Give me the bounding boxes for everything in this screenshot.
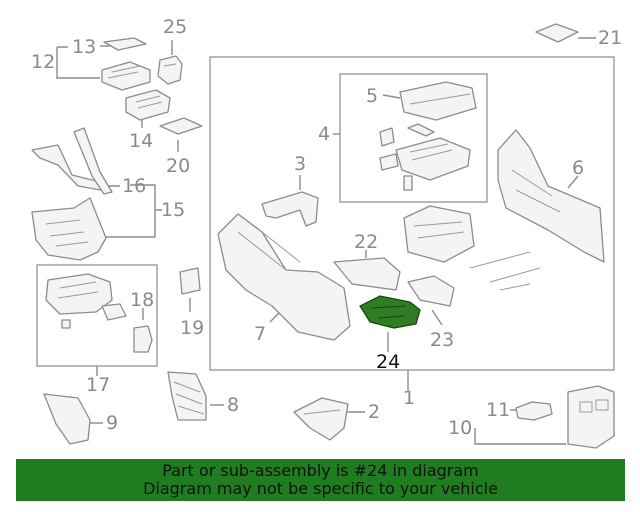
part-19-switch xyxy=(179,267,201,295)
callout-18: 18 xyxy=(130,289,154,311)
main-assembly-frame xyxy=(209,56,615,371)
banner-line-1: Part or sub-assembly is #24 in diagram xyxy=(162,461,479,480)
exploded-parts-diagram: 1 2 3 4 5 6 7 8 9 10 11 12 13 14 15 16 1… xyxy=(31,16,622,449)
part-23-bracket xyxy=(407,275,455,307)
callout-13: 13 xyxy=(72,36,96,58)
callout-1: 1 xyxy=(403,387,415,409)
callout-21: 21 xyxy=(598,27,622,49)
part-4-armrest-base xyxy=(379,127,471,191)
callout-22: 22 xyxy=(354,231,378,253)
info-banner: Part or sub-assembly is #24 in diagram D… xyxy=(16,459,625,501)
leader-23 xyxy=(431,309,443,326)
leader-5 xyxy=(382,94,401,99)
part-21-pad xyxy=(535,23,579,43)
callout-4: 4 xyxy=(318,123,330,145)
part-15-panel xyxy=(31,197,107,261)
part-24-highlighted xyxy=(359,295,421,329)
callout-23: 23 xyxy=(430,329,454,351)
part-16-trim-ring xyxy=(31,127,113,195)
callout-9: 9 xyxy=(106,412,118,434)
callout-15: 15 xyxy=(161,199,185,221)
callout-2: 2 xyxy=(368,401,380,423)
part-2-support xyxy=(293,397,349,441)
callout-5: 5 xyxy=(366,85,378,107)
part-7-console-body xyxy=(217,213,351,341)
part-8-cover xyxy=(167,371,207,421)
callout-6: 6 xyxy=(572,157,584,179)
callout-12: 12 xyxy=(31,51,55,73)
banner-line-2: Diagram may not be specific to your vehi… xyxy=(143,479,498,498)
callout-24: 24 xyxy=(376,351,400,373)
part-20-mat xyxy=(159,117,203,135)
part-22-brace xyxy=(333,257,401,291)
part-9-side-panel xyxy=(43,393,91,445)
part-17-shift-bezel xyxy=(45,273,127,329)
callout-8: 8 xyxy=(227,394,239,416)
callout-3: 3 xyxy=(294,153,306,175)
callout-16: 16 xyxy=(122,175,146,197)
callout-20: 20 xyxy=(166,155,190,177)
part-10-rear-panel xyxy=(567,385,615,449)
part-6-side-trim xyxy=(497,129,605,263)
callout-14: 14 xyxy=(129,130,153,152)
part-18-clip xyxy=(133,325,153,353)
armrest-assembly-frame xyxy=(339,73,488,203)
part-13-lid xyxy=(103,37,147,51)
callout-25: 25 xyxy=(163,16,187,38)
part-25-bracket xyxy=(157,55,183,85)
part-3-bracket xyxy=(261,191,319,227)
leader-6 xyxy=(567,175,579,189)
leader-10 xyxy=(474,428,566,445)
part-11-switch-panel xyxy=(515,401,553,421)
callout-10: 10 xyxy=(448,417,472,439)
callout-7: 7 xyxy=(254,323,266,345)
part-12-tray xyxy=(101,61,151,91)
callout-19: 19 xyxy=(180,317,204,339)
leader-12 xyxy=(56,46,100,79)
callout-11: 11 xyxy=(486,399,510,421)
part-box-insert xyxy=(403,205,541,291)
part-5-armrest-lid xyxy=(399,81,477,137)
part-14-holder xyxy=(125,89,171,121)
leader-7 xyxy=(269,311,281,323)
leader-15 xyxy=(105,184,162,238)
callout-17: 17 xyxy=(86,374,110,396)
